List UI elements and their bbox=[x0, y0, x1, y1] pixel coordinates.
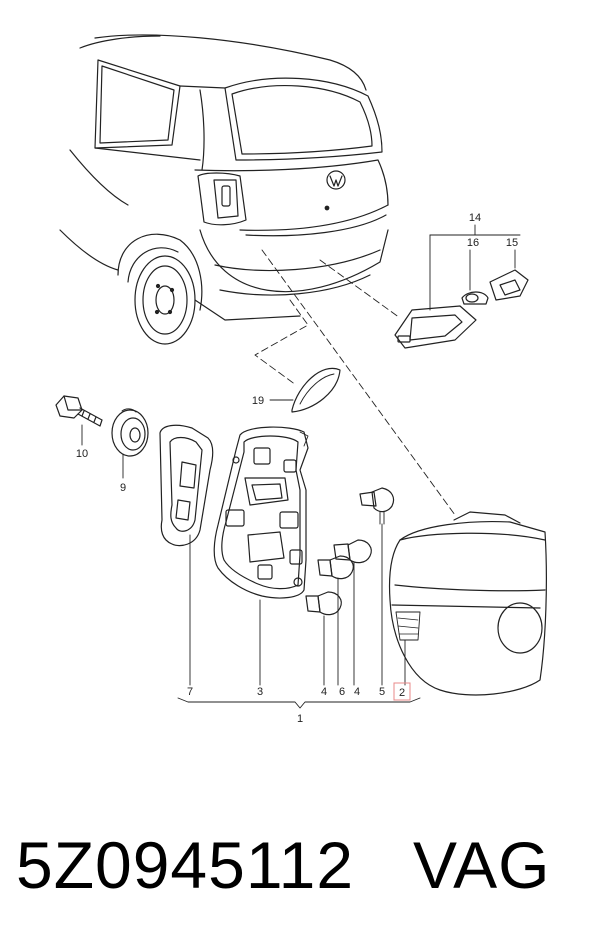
label-1: 1 bbox=[297, 713, 303, 725]
label-3: 3 bbox=[257, 686, 263, 698]
bulbs bbox=[305, 487, 395, 686]
label-15: 15 bbox=[506, 237, 518, 249]
license-plate-light-assembly bbox=[394, 224, 529, 349]
trim-piece bbox=[269, 367, 341, 413]
label-2-highlight bbox=[393, 682, 411, 701]
leader-lines bbox=[254, 249, 456, 516]
tail-light-lens bbox=[388, 511, 547, 696]
label-14: 14 bbox=[469, 212, 481, 224]
label-16: 16 bbox=[467, 237, 479, 249]
label-7: 7 bbox=[187, 686, 193, 698]
gasket bbox=[159, 424, 214, 686]
part-labels: 14 16 15 19 10 9 7 3 4 6 4 5 2 1 bbox=[76, 212, 518, 725]
exploded-parts-diagram: 14 16 15 19 10 9 7 3 4 6 4 5 2 1 bbox=[55, 34, 547, 725]
part-number-text: 5Z0945112 bbox=[16, 828, 355, 902]
label-9: 9 bbox=[120, 482, 126, 494]
bulb-holder bbox=[213, 426, 309, 686]
car-rear-illustration bbox=[59, 34, 389, 345]
brand-text: VAG bbox=[413, 828, 551, 902]
label-6: 6 bbox=[339, 686, 345, 698]
label-19: 19 bbox=[252, 395, 264, 407]
assembly-bracket bbox=[177, 697, 421, 709]
grommet bbox=[111, 408, 149, 479]
label-2: 2 bbox=[399, 687, 405, 699]
bolt bbox=[55, 395, 103, 446]
label-4-lower: 4 bbox=[321, 686, 327, 698]
label-5: 5 bbox=[379, 686, 385, 698]
label-10: 10 bbox=[76, 448, 88, 460]
label-4-upper: 4 bbox=[354, 686, 360, 698]
